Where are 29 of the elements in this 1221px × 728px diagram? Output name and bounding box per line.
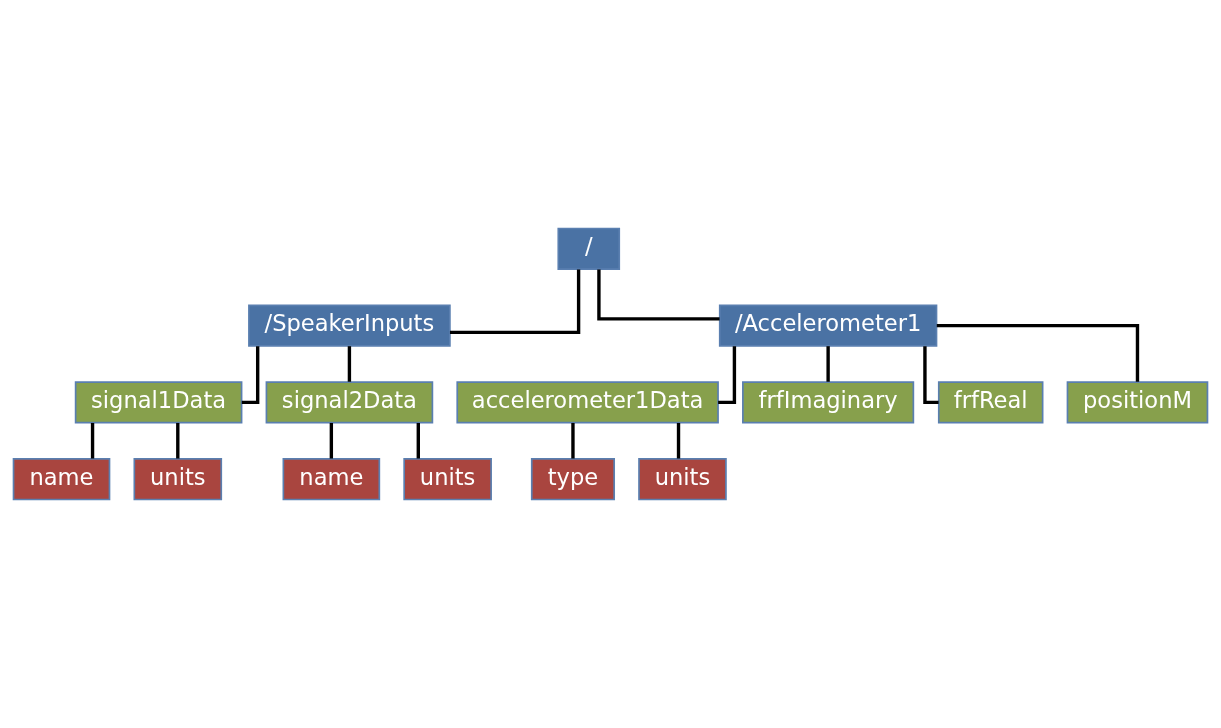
node-box: type [530,458,615,501]
connector [923,346,939,405]
connector [936,323,1140,382]
node-box: /SpeakerInputs [248,304,451,347]
node-box: units [133,458,223,501]
connector [826,346,830,382]
connector [449,269,581,335]
connector [718,346,737,405]
connector [597,269,720,321]
connector [90,422,95,459]
node-box: / [557,227,621,270]
node-box: accelerometer1Data [456,381,719,424]
node-box: /Accelerometer1 [718,304,938,347]
node-box: frfImaginary [742,381,915,424]
node-box: positionM [1066,381,1209,424]
node-box: signal1Data [74,381,243,424]
node-box: signal2Data [265,381,434,424]
node-box: name [12,458,111,501]
node-box: name [282,458,381,501]
connector [329,422,334,459]
connector [347,346,352,382]
connector [571,422,575,459]
node-box: units [638,458,727,501]
node-box: units [403,458,492,501]
connector [176,422,180,459]
node-box: frfReal [937,381,1044,424]
connector [416,422,420,459]
connector [676,422,681,459]
connector [241,346,260,405]
